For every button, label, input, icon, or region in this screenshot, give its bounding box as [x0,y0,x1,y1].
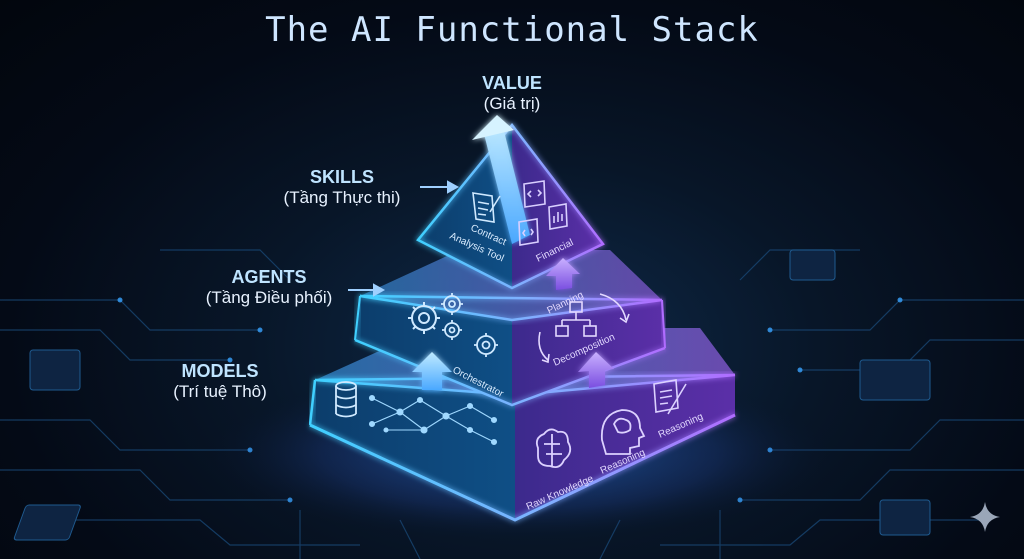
up-arrow-icon [472,115,530,244]
agents-label-subtitle: (Tầng Điều phối) [205,288,333,307]
brain-icon [535,428,572,469]
models-label-subtitle: (Trí tuệ Thô) [173,382,267,401]
code-icon [523,180,546,208]
neural-network-icon [368,394,498,446]
skills-label-name: SKILLS [309,167,374,187]
code-icon [518,218,539,246]
cycle-arrows-icon [538,293,630,364]
flowchart-icon [555,301,597,337]
gear-icon [441,293,463,315]
value-label-name: VALUE [482,73,542,93]
chart-icon [548,203,568,230]
models-label: MODELS (Trí tuệ Thô) [150,361,290,402]
document-icon [472,192,501,223]
sparkle-icon [970,502,1000,532]
notes-icon [653,379,687,415]
chip-blocks [13,249,931,541]
value-label-subtitle: (Giá trị) [483,94,541,113]
value-label: VALUE (Giá trị) [437,73,587,114]
gear-icon [442,320,462,340]
models-label-name: MODELS [181,361,259,381]
agents-label: AGENTS (Tầng Điều phối) [174,267,364,308]
up-arrow-icon [546,258,580,290]
database-icon [335,381,357,418]
gear-icon [474,333,498,357]
skills-label: SKILLS (Tầng Thực thi) [252,167,432,208]
gear-icon [408,302,440,334]
up-arrow-icon [578,352,614,388]
up-arrow-icon [412,352,452,390]
page-title: The AI Functional Stack [265,10,759,50]
head-brain-icon [600,409,646,455]
skills-label-subtitle: (Tầng Thực thi) [283,188,401,207]
agents-label-name: AGENTS [231,267,307,287]
